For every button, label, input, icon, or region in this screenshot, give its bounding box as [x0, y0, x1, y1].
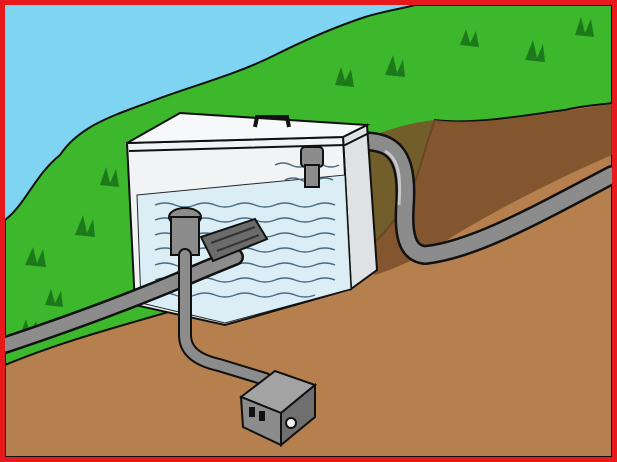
- outlet-fitting: [301, 147, 323, 187]
- water-tank-illustration: [5, 5, 612, 457]
